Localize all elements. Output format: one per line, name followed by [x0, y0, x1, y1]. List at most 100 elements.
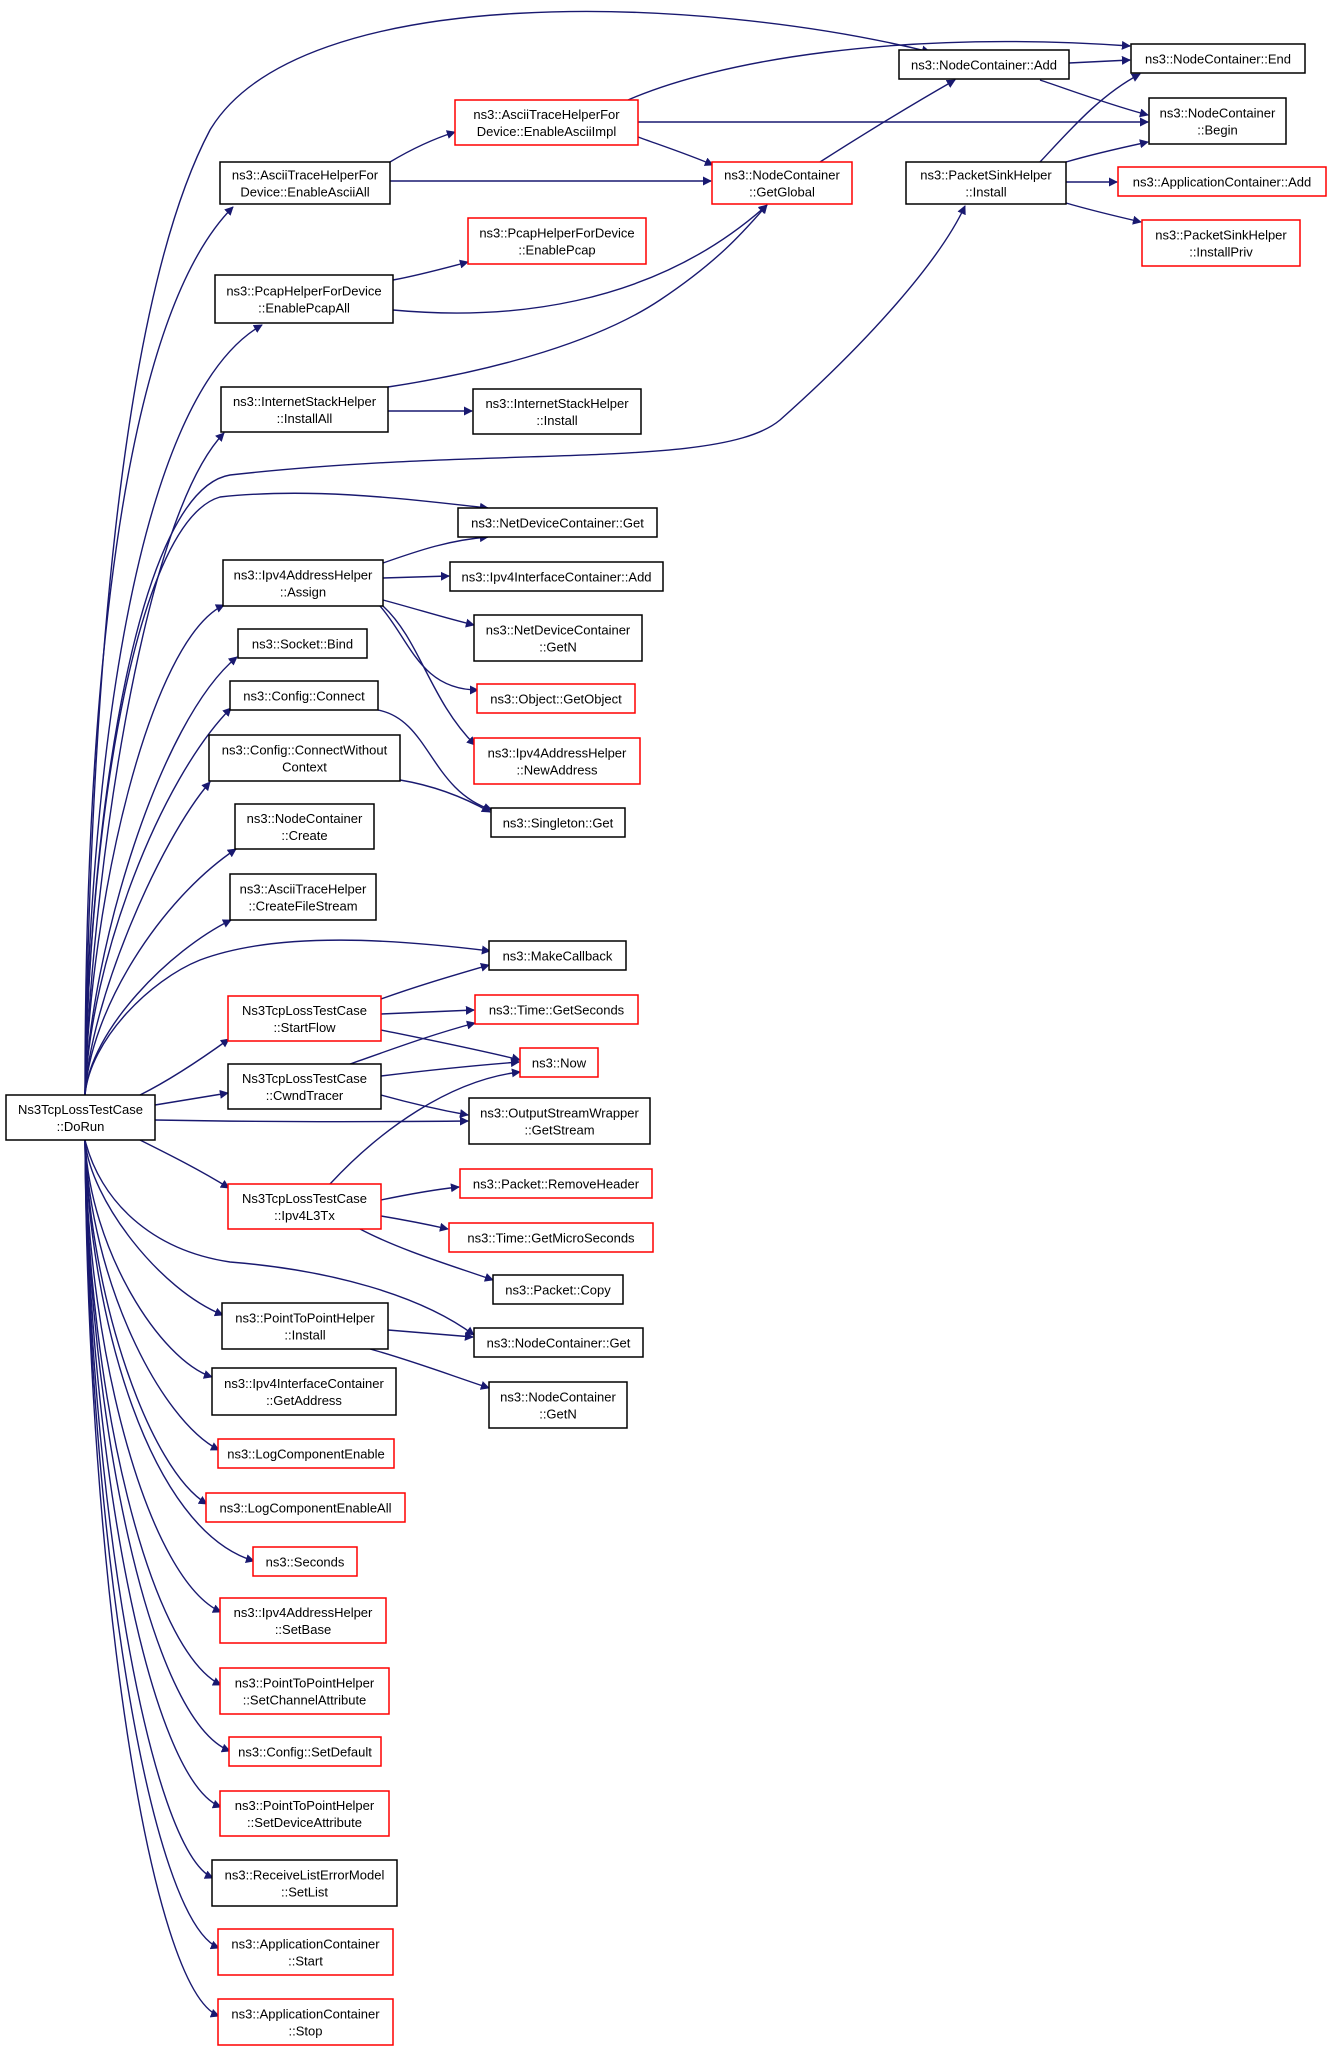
node-label: ::CreateFileStream: [248, 899, 357, 914]
edge-ipv4ah_assign-to-object_getobject: [379, 605, 479, 695]
node-pcap_enable[interactable]: ns3::PcapHelperForDevice::EnablePcap: [467, 217, 647, 265]
node-label: ns3::Seconds: [266, 1555, 345, 1570]
node-ipv4ic_add[interactable]: ns3::Ipv4InterfaceContainer::Add: [449, 561, 664, 592]
node-label: ::Create: [281, 828, 327, 843]
node-log_enable[interactable]: ns3::LogComponentEnable: [217, 1438, 395, 1469]
node-ish_install[interactable]: ns3::InternetStackHelper::Install: [472, 388, 642, 435]
node-time_getseconds[interactable]: ns3::Time::GetSeconds: [474, 994, 639, 1025]
node-nc_add[interactable]: ns3::NodeContainer::Add: [898, 49, 1070, 80]
node-box: [468, 1097, 651, 1145]
node-label: ns3::Time::GetMicroSeconds: [467, 1231, 635, 1246]
node-packet_removeheader[interactable]: ns3::Packet::RemoveHeader: [459, 1168, 653, 1199]
node-label: Context: [282, 760, 327, 775]
node-ndc_get[interactable]: ns3::NetDeviceContainer::Get: [457, 507, 658, 538]
node-label: ns3::LogComponentEnable: [227, 1447, 385, 1462]
node-p2p_setdeviceattr[interactable]: ns3::PointToPointHelper::SetDeviceAttrib…: [219, 1790, 390, 1837]
node-box: [492, 1274, 624, 1305]
node-box: [467, 217, 647, 265]
node-box: [1117, 166, 1327, 197]
node-ascii_enable_all[interactable]: ns3::AsciiTraceHelperForDevice::EnableAs…: [219, 161, 391, 205]
node-now[interactable]: ns3::Now: [519, 1047, 599, 1078]
node-label: ::DoRun: [57, 1119, 105, 1134]
node-psh_installpriv[interactable]: ns3::PacketSinkHelper::InstallPriv: [1141, 219, 1301, 267]
node-pcap_enable_all[interactable]: ns3::PcapHelperForDevice::EnablePcapAll: [214, 274, 394, 324]
node-root[interactable]: Ns3TcpLossTestCase::DoRun: [5, 1094, 156, 1141]
node-label: ns3::NodeContainer: [1160, 106, 1276, 121]
node-appc_stop[interactable]: ns3::ApplicationContainer::Stop: [217, 1998, 394, 2046]
node-label: ns3::AsciiTraceHelper: [240, 882, 367, 897]
node-label: ::GetN: [539, 1407, 577, 1422]
node-seconds[interactable]: ns3::Seconds: [252, 1546, 358, 1577]
node-makecallback[interactable]: ns3::MakeCallback: [488, 940, 627, 971]
node-label: ns3::ApplicationContainer: [231, 1937, 380, 1952]
edge-p2p_install-to-nc_getn: [369, 1348, 490, 1390]
node-label: ns3::Packet::Copy: [505, 1283, 611, 1298]
node-packet_copy[interactable]: ns3::Packet::Copy: [492, 1274, 624, 1305]
node-label: ns3::PcapHelperForDevice: [479, 226, 634, 241]
node-appc_add[interactable]: ns3::ApplicationContainer::Add: [1117, 166, 1327, 197]
node-nc_get[interactable]: ns3::NodeContainer::Get: [473, 1327, 644, 1358]
node-psh_install[interactable]: ns3::PacketSinkHelper::Install: [905, 161, 1067, 205]
node-label: ns3::NodeContainer::Get: [487, 1336, 631, 1351]
node-config_connect[interactable]: ns3::Config::Connect: [229, 680, 379, 711]
edge-root-to-ndc_get: [84, 492, 489, 1096]
edge-root-to-psh_install: [84, 205, 966, 1096]
node-nc_begin[interactable]: ns3::NodeContainer::Begin: [1148, 97, 1287, 145]
node-label: ns3::NodeContainer::End: [1145, 52, 1291, 67]
node-startflow[interactable]: Ns3TcpLossTestCase::StartFlow: [227, 995, 382, 1042]
node-nc_create[interactable]: ns3::NodeContainer::Create: [234, 803, 375, 850]
node-label: ns3::LogComponentEnableAll: [219, 1501, 391, 1516]
edge-root-to-appc_stop: [84, 1139, 220, 2018]
node-p2p_install[interactable]: ns3::PointToPointHelper::Install: [221, 1302, 389, 1350]
node-ipv4ah_setbase[interactable]: ns3::Ipv4AddressHelper::SetBase: [219, 1597, 387, 1644]
edge-pcap_enable_all-to-pcap_enable: [392, 259, 469, 281]
node-nc_end[interactable]: ns3::NodeContainer::End: [1130, 43, 1306, 74]
node-singleton_get[interactable]: ns3::Singleton::Get: [490, 807, 626, 838]
edge-p2p_install-to-nc_get: [387, 1329, 474, 1341]
node-ipv4ic_getaddress[interactable]: ns3::Ipv4InterfaceContainer::GetAddress: [211, 1367, 397, 1416]
nodes: Ns3TcpLossTestCase::DoRun ns3::AsciiTrace…: [5, 43, 1327, 2046]
node-ish_installall[interactable]: ns3::InternetStackHelper::InstallAll: [220, 386, 389, 433]
node-object_getobject[interactable]: ns3::Object::GetObject: [476, 683, 636, 714]
node-box: [711, 161, 853, 205]
node-ipv4l3tx[interactable]: Ns3TcpLossTestCase::Ipv4L3Tx: [227, 1183, 382, 1230]
edge-root-to-appc_start: [84, 1139, 220, 1950]
node-ath_createfilestream[interactable]: ns3::AsciiTraceHelper::CreateFileStream: [229, 873, 377, 921]
node-appc_start[interactable]: ns3::ApplicationContainer::Start: [217, 1928, 394, 1976]
node-ipv4ah_assign[interactable]: ns3::Ipv4AddressHelper::Assign: [222, 559, 384, 607]
edge-ipv4ah_assign-to-ndc_get: [382, 533, 489, 564]
node-label: ns3::Time::GetSeconds: [489, 1003, 625, 1018]
edge-root-to-p2p_setdeviceattr: [84, 1139, 222, 1809]
node-box: [208, 734, 401, 782]
edge-ipv4l3tx-to-time_getmicroseconds: [380, 1215, 449, 1232]
node-ascii_enable_impl[interactable]: ns3::AsciiTraceHelperForDevice::EnableAs…: [454, 99, 639, 146]
node-ipv4ah_newaddress[interactable]: ns3::Ipv4AddressHelper::NewAddress: [473, 737, 641, 785]
node-label: ns3::NodeContainer::Add: [911, 58, 1057, 73]
edge-root-to-socket_bind: [84, 656, 238, 1096]
edge-ascii_enable_impl-to-nc_end: [627, 40, 1131, 101]
edge-cwndtracer-to-osw_getstream: [380, 1094, 469, 1119]
node-nc_getn[interactable]: ns3::NodeContainer::GetN: [488, 1381, 628, 1429]
node-osw_getstream[interactable]: ns3::OutputStreamWrapper::GetStream: [468, 1097, 651, 1145]
node-label: ::EnablePcap: [518, 243, 595, 258]
node-nc_getglobal[interactable]: ns3::NodeContainer::GetGlobal: [711, 161, 853, 205]
node-label: Ns3TcpLossTestCase: [242, 1071, 367, 1086]
edge-ipv4l3tx-to-now: [329, 1068, 521, 1185]
node-label: ns3::AsciiTraceHelperFor: [473, 107, 620, 122]
node-config_setdefault[interactable]: ns3::Config::SetDefault: [228, 1736, 382, 1767]
edge-root-to-log_enable: [84, 1139, 220, 1451]
node-box: [219, 1667, 390, 1715]
node-label: ::SetBase: [275, 1622, 331, 1637]
node-p2p_setchannelattr[interactable]: ns3::PointToPointHelper::SetChannelAttri…: [219, 1667, 390, 1715]
edge-cwndtracer-to-now: [380, 1058, 520, 1077]
node-time_getmicroseconds[interactable]: ns3::Time::GetMicroSeconds: [448, 1222, 654, 1253]
node-ndc_getn[interactable]: ns3::NetDeviceContainer::GetN: [473, 614, 643, 662]
node-socket_bind[interactable]: ns3::Socket::Bind: [237, 628, 368, 659]
node-cwndtracer[interactable]: Ns3TcpLossTestCase::CwndTracer: [227, 1063, 382, 1110]
node-label: ::CwndTracer: [266, 1088, 344, 1103]
node-box: [219, 161, 391, 205]
node-log_enable_all[interactable]: ns3::LogComponentEnableAll: [205, 1492, 406, 1523]
node-rlem_setlist[interactable]: ns3::ReceiveListErrorModel::SetList: [211, 1859, 398, 1907]
